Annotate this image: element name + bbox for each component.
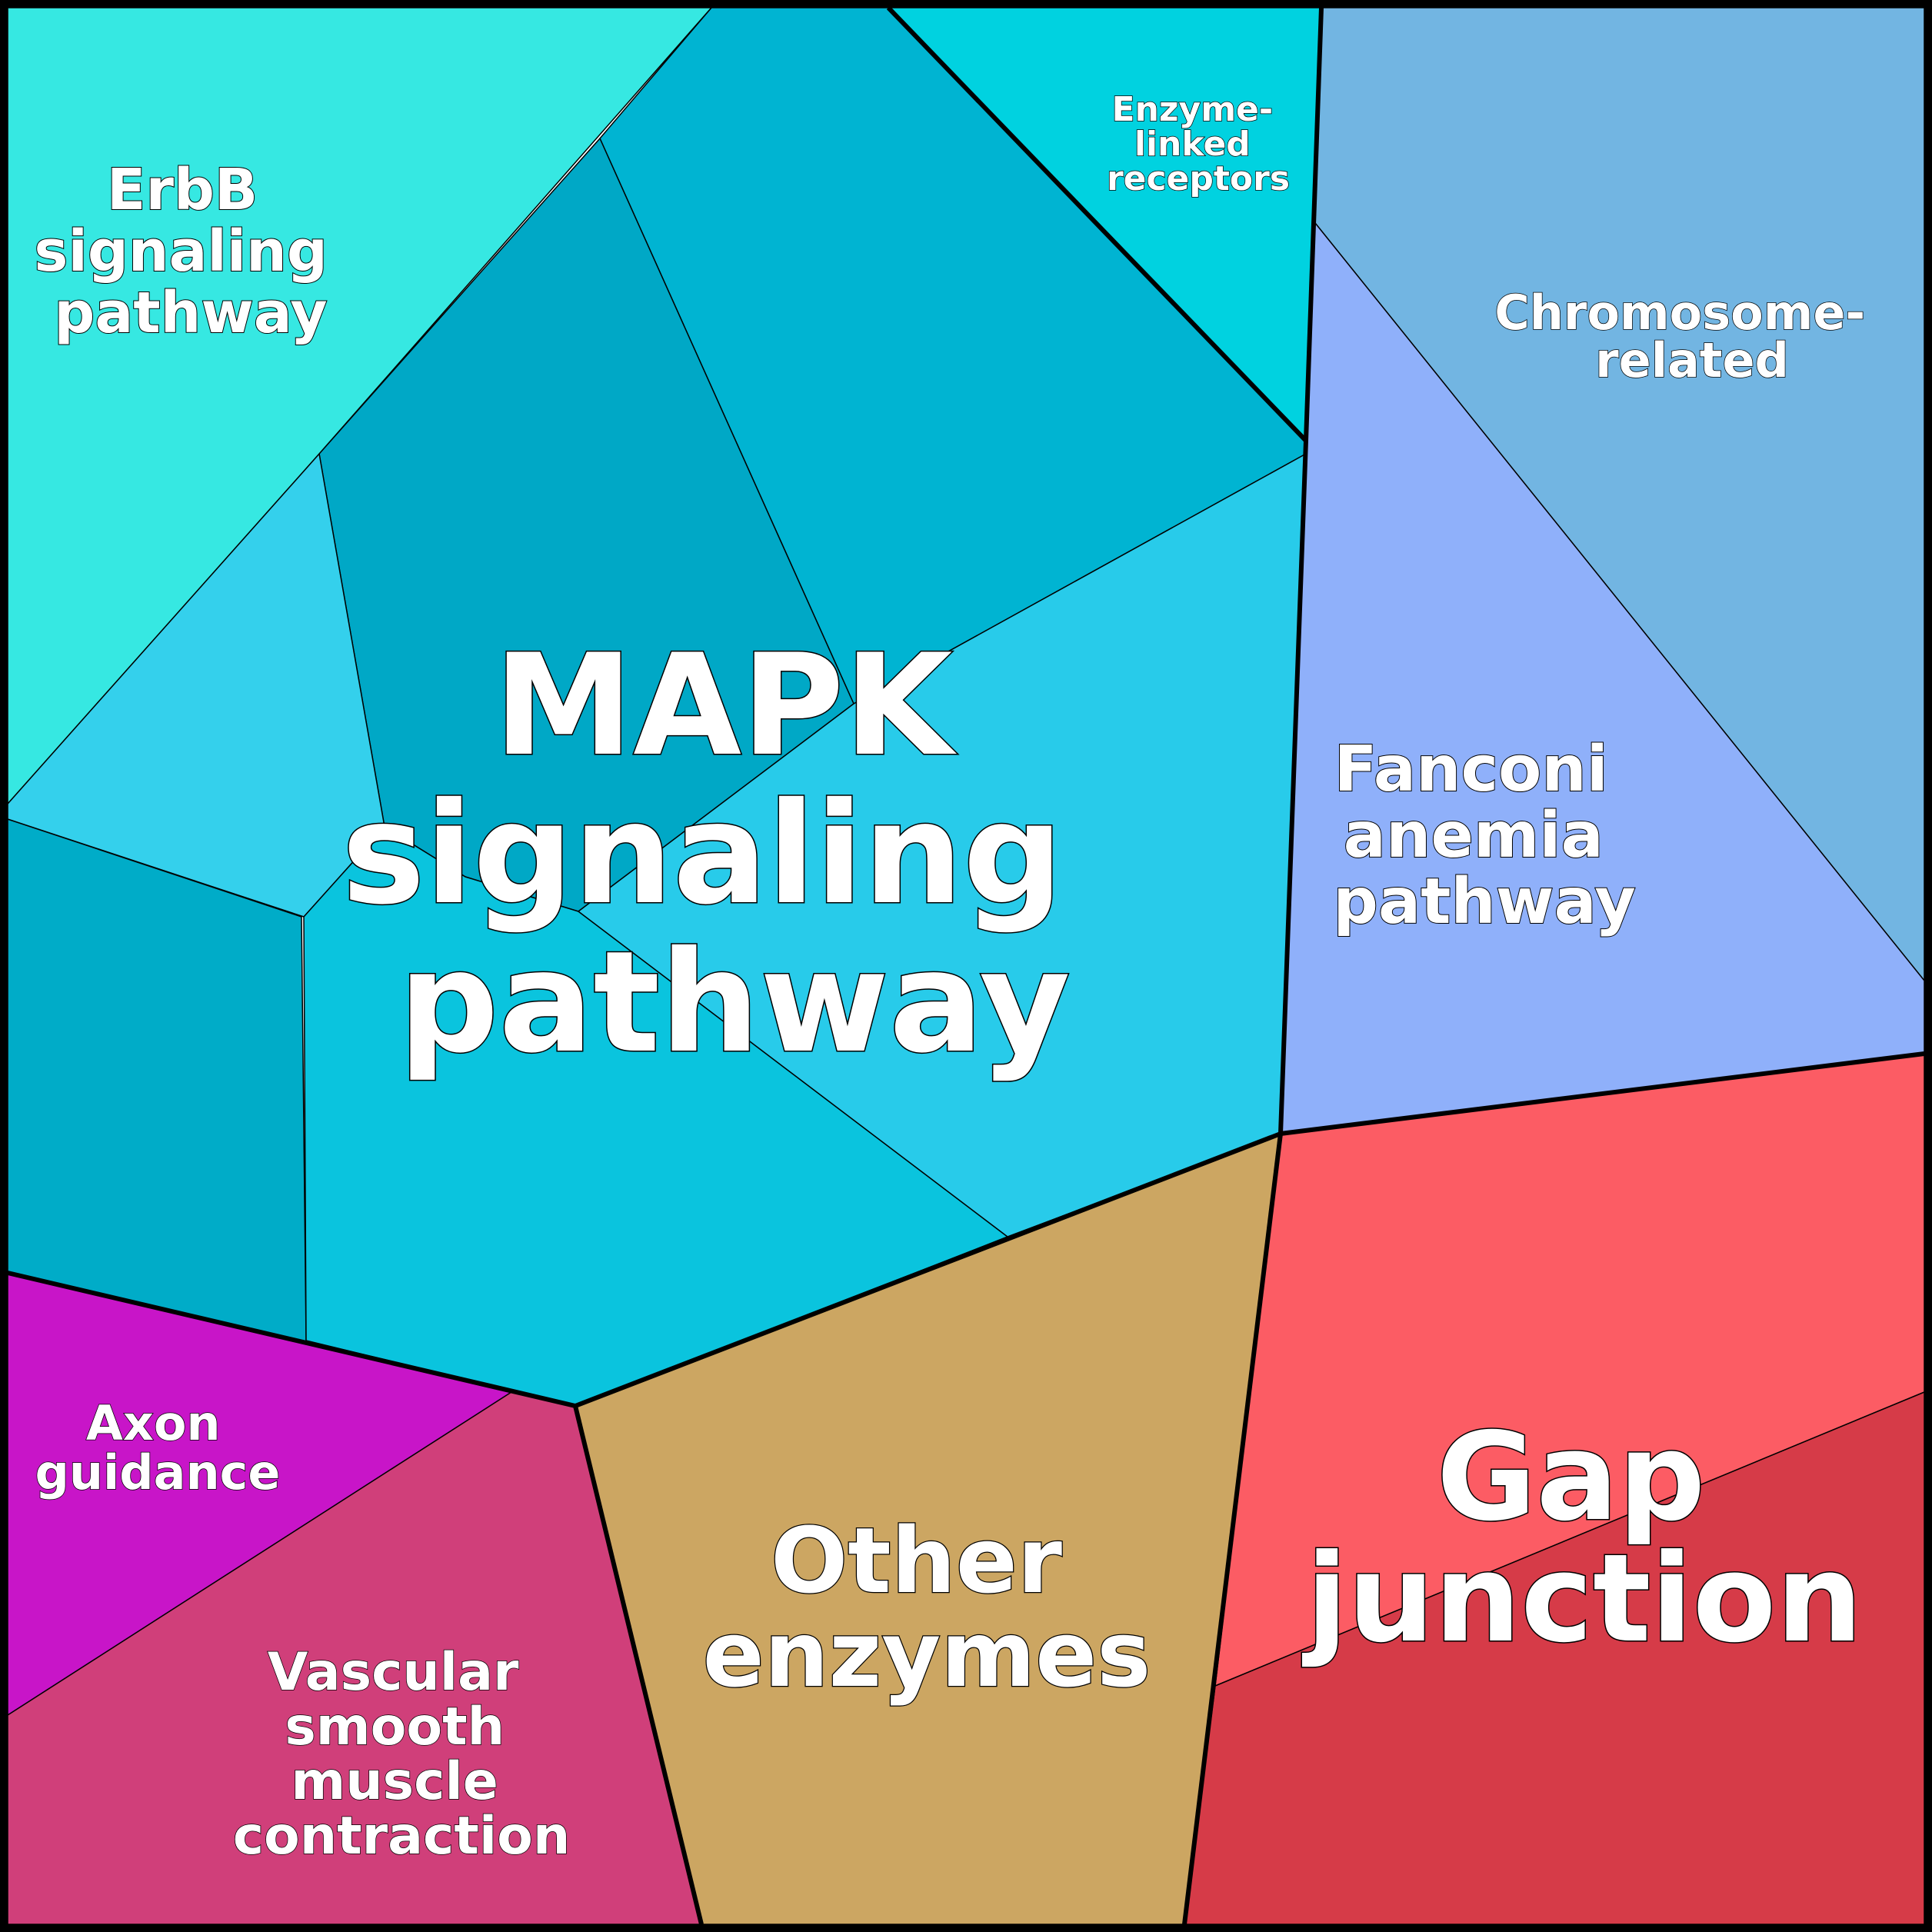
label-line: muscle <box>291 1751 498 1812</box>
label-line: pathway <box>54 280 327 346</box>
labels: MAPK signaling pathway ErbB signaling pa… <box>33 89 1882 1867</box>
label-other-enzymes: Other enzymes <box>703 1507 1151 1707</box>
border-other-vascular <box>573 1405 704 1925</box>
label-line: anemia <box>1344 799 1604 872</box>
label-line: related <box>1595 332 1789 388</box>
label-line: MAPK <box>494 624 957 787</box>
label-line: guidance <box>35 1444 281 1501</box>
label-line: Axon <box>86 1395 221 1451</box>
label-enzyme-linked: Enzyme- linked receptors <box>1107 90 1290 198</box>
label-line: smooth <box>285 1697 505 1757</box>
label-line: enzymes <box>703 1601 1151 1707</box>
label-line: Other <box>771 1507 1062 1614</box>
label-line: Vascular <box>268 1642 519 1703</box>
label-line: pathway <box>398 921 1071 1084</box>
label-vascular: Vascular smooth muscle contraction <box>233 1642 571 1867</box>
label-fanconi: Fanconi anemia pathway <box>1333 733 1636 938</box>
label-line: ErbB <box>107 157 258 223</box>
label-line: contraction <box>233 1806 571 1867</box>
label-line: junction <box>1301 1528 1863 1670</box>
label-line: Gap <box>1437 1407 1705 1548</box>
label-line: Chromosome- <box>1494 285 1865 341</box>
label-line: Fanconi <box>1334 733 1608 806</box>
label-mapk: MAPK signaling pathway <box>341 624 1111 1084</box>
label-line: signaling <box>34 218 327 285</box>
label-gap: Gap junction <box>1301 1407 1863 1670</box>
label-line: Enzyme- <box>1112 90 1274 129</box>
border-enzyme-linked <box>1304 7 1324 441</box>
group-borders <box>7 5 1925 1925</box>
label-line: signaling <box>341 772 1063 935</box>
label-line: linked <box>1134 125 1251 164</box>
label-erbb: ErbB signaling pathway <box>34 157 347 346</box>
border-fanconi-gap <box>1280 1051 1925 1136</box>
label-line: receptors <box>1107 159 1290 198</box>
cells <box>7 7 1925 1925</box>
label-axon: Axon guidance <box>35 1395 281 1501</box>
label-line: pathway <box>1333 865 1636 938</box>
label-chromosome: Chromosome- related <box>1494 285 1882 388</box>
border-gap-other <box>1182 1133 1283 1925</box>
